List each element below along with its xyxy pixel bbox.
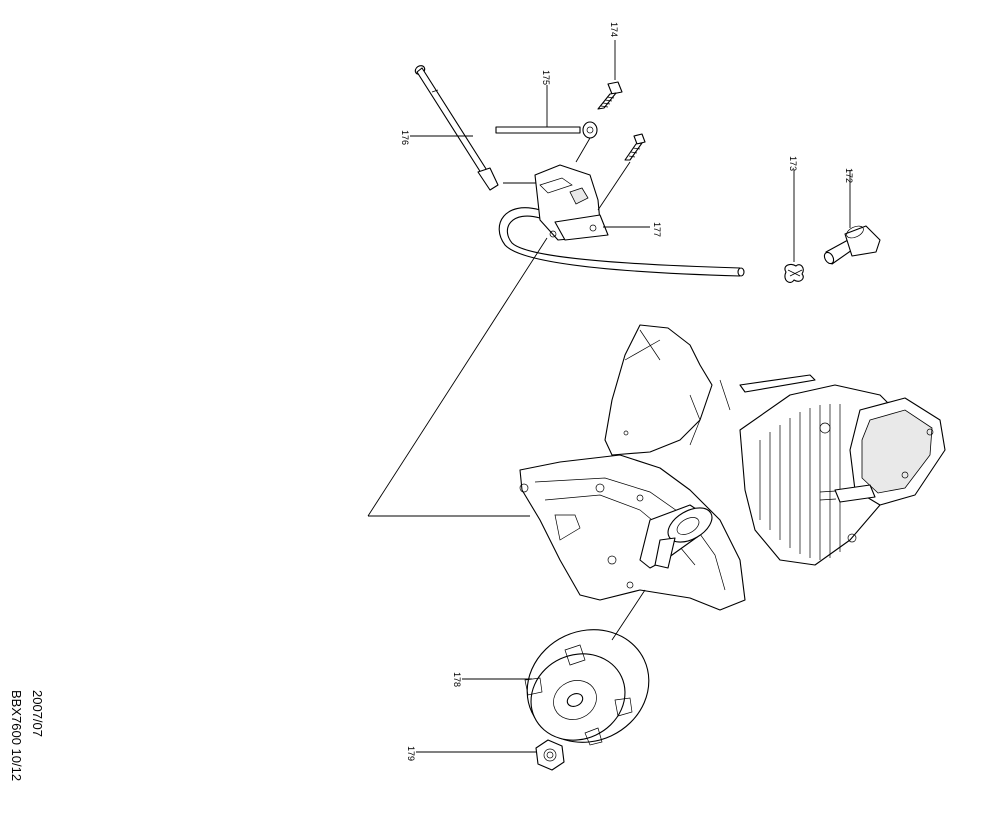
callout-173: 173 (788, 156, 798, 171)
callout-174: 174 (609, 22, 619, 37)
link-rod-175 (495, 121, 598, 139)
callout-179: 179 (406, 746, 416, 761)
callout-172: 172 (844, 168, 854, 183)
flywheel-nut-179 (535, 739, 565, 771)
footer-model-page: BBX7600 10/12 (9, 690, 24, 781)
callout-175: 175 (541, 70, 551, 85)
spring-clip-173 (784, 263, 804, 283)
callout-177: 177 (652, 222, 662, 237)
lever-rod-176 (414, 65, 499, 191)
footer-date: 2007/07 (30, 690, 45, 737)
engine-crankcase-assembly (519, 324, 946, 611)
screw-174 (597, 81, 623, 110)
ignition-module-177 (498, 133, 745, 277)
spark-plug-cap-172 (823, 225, 881, 265)
callout-176: 176 (400, 130, 410, 145)
callout-178: 178 (452, 672, 462, 687)
flywheel-178 (524, 629, 650, 746)
